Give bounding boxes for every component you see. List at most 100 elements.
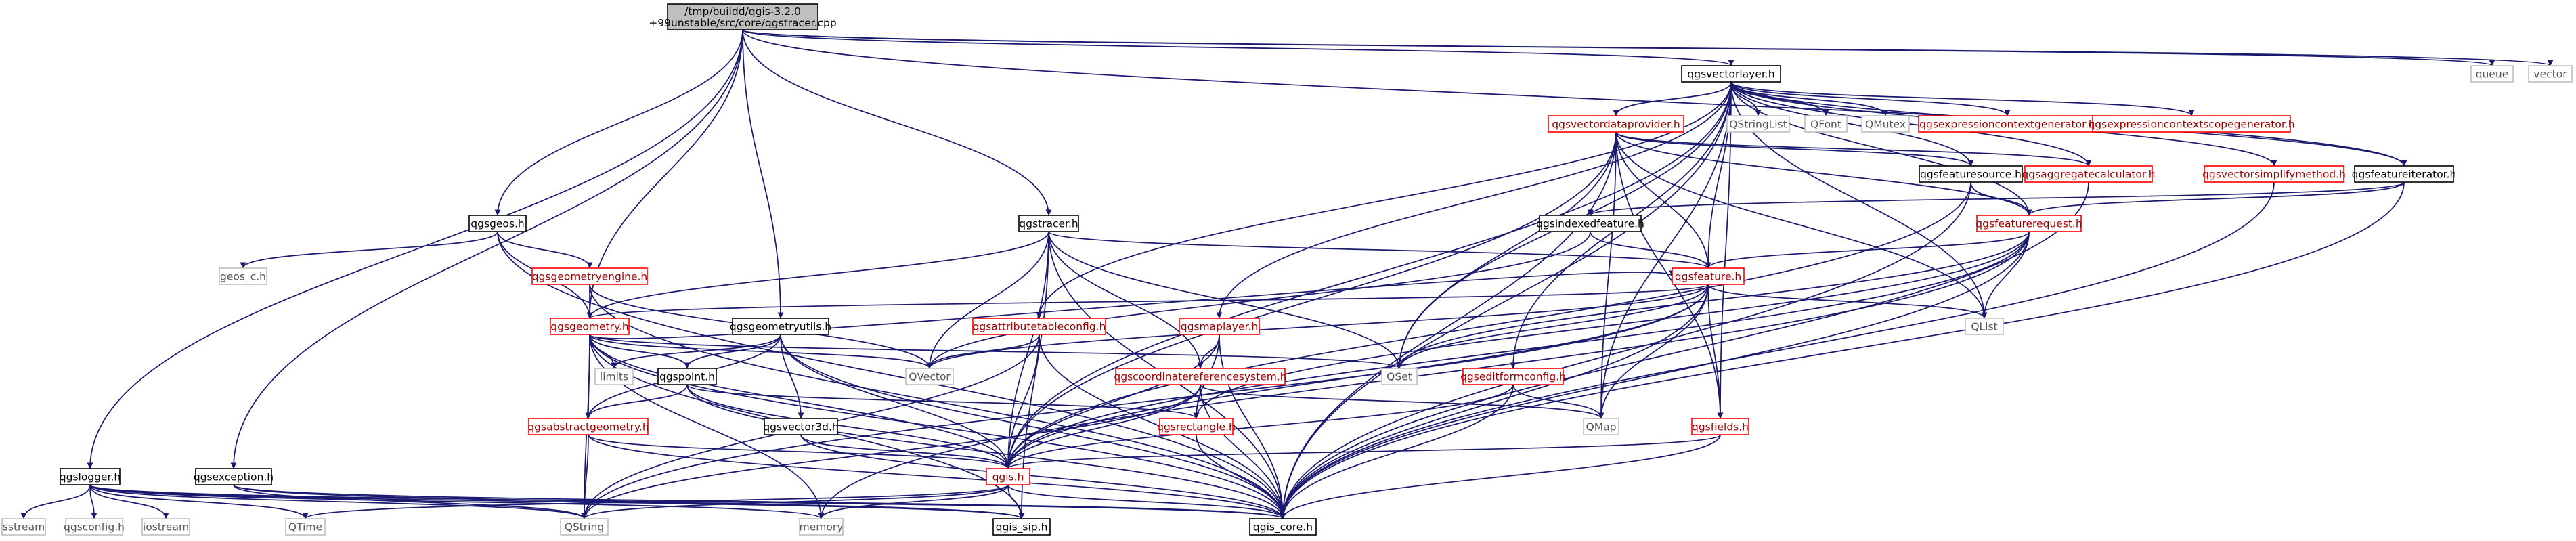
node-qgis_sip[interactable]: qgis_sip.h <box>992 518 1051 536</box>
edge-qgsfeature-to-QString <box>581 284 1709 519</box>
node-label: QList <box>1971 321 1997 333</box>
node-qgsgeometryengine[interactable]: qgsgeometryengine.h <box>531 267 648 285</box>
node-qgsvectorsimplifymethod[interactable]: qgsvectorsimplifymethod.h <box>2202 165 2346 183</box>
node-qgsvector3d[interactable]: qgsvector3d.h <box>763 418 839 435</box>
edge-root-to-qgsexception <box>230 29 743 469</box>
node-qgsaggregatecalculator[interactable]: qgsaggregatecalculator.h <box>2022 165 2156 183</box>
edge-qgseditformconfig-to-qgis <box>1005 384 1514 469</box>
node-box <box>732 318 829 335</box>
node-label: QString <box>565 521 604 534</box>
node-box <box>667 3 818 30</box>
node-box <box>1548 115 1684 133</box>
node-QSet[interactable]: QSet <box>1381 368 1418 385</box>
node-QVector[interactable]: QVector <box>905 368 954 385</box>
node-qgsrectangle[interactable]: qgsrectangle.h <box>1157 418 1236 435</box>
node-box <box>1965 318 2004 335</box>
node-label: qgspoint.h <box>659 371 715 383</box>
node-box <box>1249 518 1317 536</box>
node-box <box>531 267 648 285</box>
edge-qgsgeometryutils-to-qgsvector3d <box>780 334 804 419</box>
node-QMap[interactable]: QMap <box>1583 418 1619 435</box>
node-label: qgis.h <box>992 471 1024 483</box>
node-iostream[interactable]: iostream <box>141 518 190 536</box>
edge-qgsfeaturerequest-to-QSet <box>1396 231 2030 369</box>
node-label: qgsattributetableconfig.h <box>973 321 1106 333</box>
edge-qgslogger-to-qgsconfig <box>89 484 97 519</box>
node-qgslogger[interactable]: qgslogger.h <box>60 468 121 485</box>
node-qgsfeature[interactable]: qgsfeature.h <box>1672 267 1745 285</box>
node-qgsabstractgeometry[interactable]: qgsabstractgeometry.h <box>527 418 649 435</box>
node-label: QTime <box>288 521 322 534</box>
node-QStringList[interactable]: QStringList <box>1726 115 1790 133</box>
node-qgspoint[interactable]: qgspoint.h <box>657 368 717 385</box>
node-label: qgsindexedfeature.h <box>1536 218 1644 230</box>
node-label: qgslogger.h <box>60 471 121 483</box>
node-qgscoordinatereferencesystem[interactable]: qgscoordinatereferencesystem.h <box>1114 368 1287 385</box>
node-qgsmaplayer[interactable]: qgsmaplayer.h <box>1179 318 1260 335</box>
node-qgsfields[interactable]: qgsfields.h <box>1691 418 1749 435</box>
edge-qgsgeometryutils-to-qgis <box>780 334 1011 469</box>
edge-qgsattributetableconfig-to-QVector <box>926 334 1040 369</box>
edge-qgsvectordataprovider-to-qgsfields <box>1615 131 1724 419</box>
node-queue[interactable]: queue <box>2470 65 2514 83</box>
edge-qgstracer-to-qgsgeometry <box>586 231 1049 319</box>
edge-qgsvectorlayer-to-qgsvectordataprovider <box>1613 81 1732 116</box>
node-label: qgscoordinatereferencesystem.h <box>1114 371 1286 383</box>
node-qgsvectordataprovider[interactable]: qgsvectordataprovider.h <box>1548 115 1684 133</box>
edge-qgsvectordataprovider-to-qgsfeaturerequest <box>1615 131 2032 216</box>
node-label: limits <box>600 371 628 383</box>
edge-qgseditformconfig-to-QMap <box>1512 384 1604 419</box>
node-box <box>141 518 190 536</box>
node-box <box>1672 267 1745 285</box>
node-qgsgeometry[interactable]: qgsgeometry.h <box>550 318 630 335</box>
node-sstream[interactable]: sstream <box>1 518 46 536</box>
node-label: vector <box>2533 68 2567 81</box>
node-qgseditformconfig[interactable]: qgseditformconfig.h <box>1460 368 1566 385</box>
node-QMutex[interactable]: QMutex <box>1861 115 1910 133</box>
node-memory[interactable]: memory <box>799 518 844 536</box>
node-QTime[interactable]: QTime <box>285 518 326 536</box>
node-box <box>764 418 838 435</box>
edge-qgslogger-to-iostream <box>89 484 169 519</box>
node-qgsconfig[interactable]: qgsconfig.h <box>64 518 125 536</box>
edge-qgsvectordataprovider-to-qgis_core <box>1280 131 1617 519</box>
node-qgis[interactable]: qgis.h <box>986 468 1030 485</box>
edge-qgsfeatureiterator-to-qgsindexedfeature <box>1587 181 2405 216</box>
edge-qgsfeaturesource-to-qgis <box>1005 181 1971 469</box>
node-QString[interactable]: QString <box>560 518 609 536</box>
node-label: qgstracer.h <box>1019 218 1078 230</box>
node-label: qgsgeometry.h <box>550 321 628 333</box>
node-box <box>594 368 634 385</box>
edge-qgsgeometry-to-qgspoint <box>589 334 691 369</box>
node-qgsgeos[interactable]: qgsgeos.h <box>468 215 527 232</box>
node-qgis_core[interactable]: qgis_core.h <box>1249 518 1317 536</box>
edge-qgsabstractgeometry-to-QString <box>581 434 589 519</box>
node-vector[interactable]: vector <box>2528 65 2573 83</box>
edge-qgsgeometry-to-qgis_core <box>589 334 1286 519</box>
edge-qgscoordinatereferencesystem-to-QMap <box>1200 384 1604 419</box>
node-qgsindexedfeature[interactable]: qgsindexedfeature.h <box>1536 215 1644 232</box>
node-label: qgsfeature.h <box>1675 271 1741 283</box>
node-qgsattributetableconfig[interactable]: qgsattributetableconfig.h <box>972 318 1106 335</box>
edge-qgstracer-to-qgis <box>1005 231 1049 469</box>
node-qgsexpressioncontextscopegenerator[interactable]: qgsexpressioncontextscopegenerator.h <box>2088 115 2295 133</box>
node-qgsfeaturesource[interactable]: qgsfeaturesource.h <box>1919 165 2023 183</box>
node-root[interactable]: /tmp/buildd/qgis-3.2.0+99unstable/src/co… <box>649 3 837 30</box>
edge-qgsfeatureiterator-to-qgsfeaturerequest <box>2026 181 2405 216</box>
node-geos_c[interactable]: geos_c.h <box>219 267 267 285</box>
node-box <box>1583 418 1619 435</box>
node-QFont[interactable]: QFont <box>1804 115 1848 133</box>
edge-root-to-qgsgeos <box>494 29 743 216</box>
node-qgsexpressioncontextgenerator[interactable]: qgsexpressioncontextgenerator.h <box>1918 115 2097 133</box>
node-qgstracer[interactable]: qgstracer.h <box>1018 215 1079 232</box>
node-limits[interactable]: limits <box>594 368 634 385</box>
node-label: qgsgeometryutils.h <box>730 321 831 333</box>
node-qgsfeaturerequest[interactable]: qgsfeaturerequest.h <box>1975 215 2082 232</box>
node-qgsexception[interactable]: qgsexception.h <box>194 468 274 485</box>
node-qgsfeatureiterator[interactable]: qgsfeatureiterator.h <box>2352 165 2457 183</box>
edge-qgstracer-to-qgscoordinatereferencesystem <box>1048 231 1204 369</box>
edge-root-to-qgsvectorlayer <box>742 29 1734 66</box>
node-qgsvectorlayer[interactable]: qgsvectorlayer.h <box>1681 65 1781 83</box>
node-qgsgeometryutils[interactable]: qgsgeometryutils.h <box>730 318 831 335</box>
node-QList[interactable]: QList <box>1965 318 2004 335</box>
